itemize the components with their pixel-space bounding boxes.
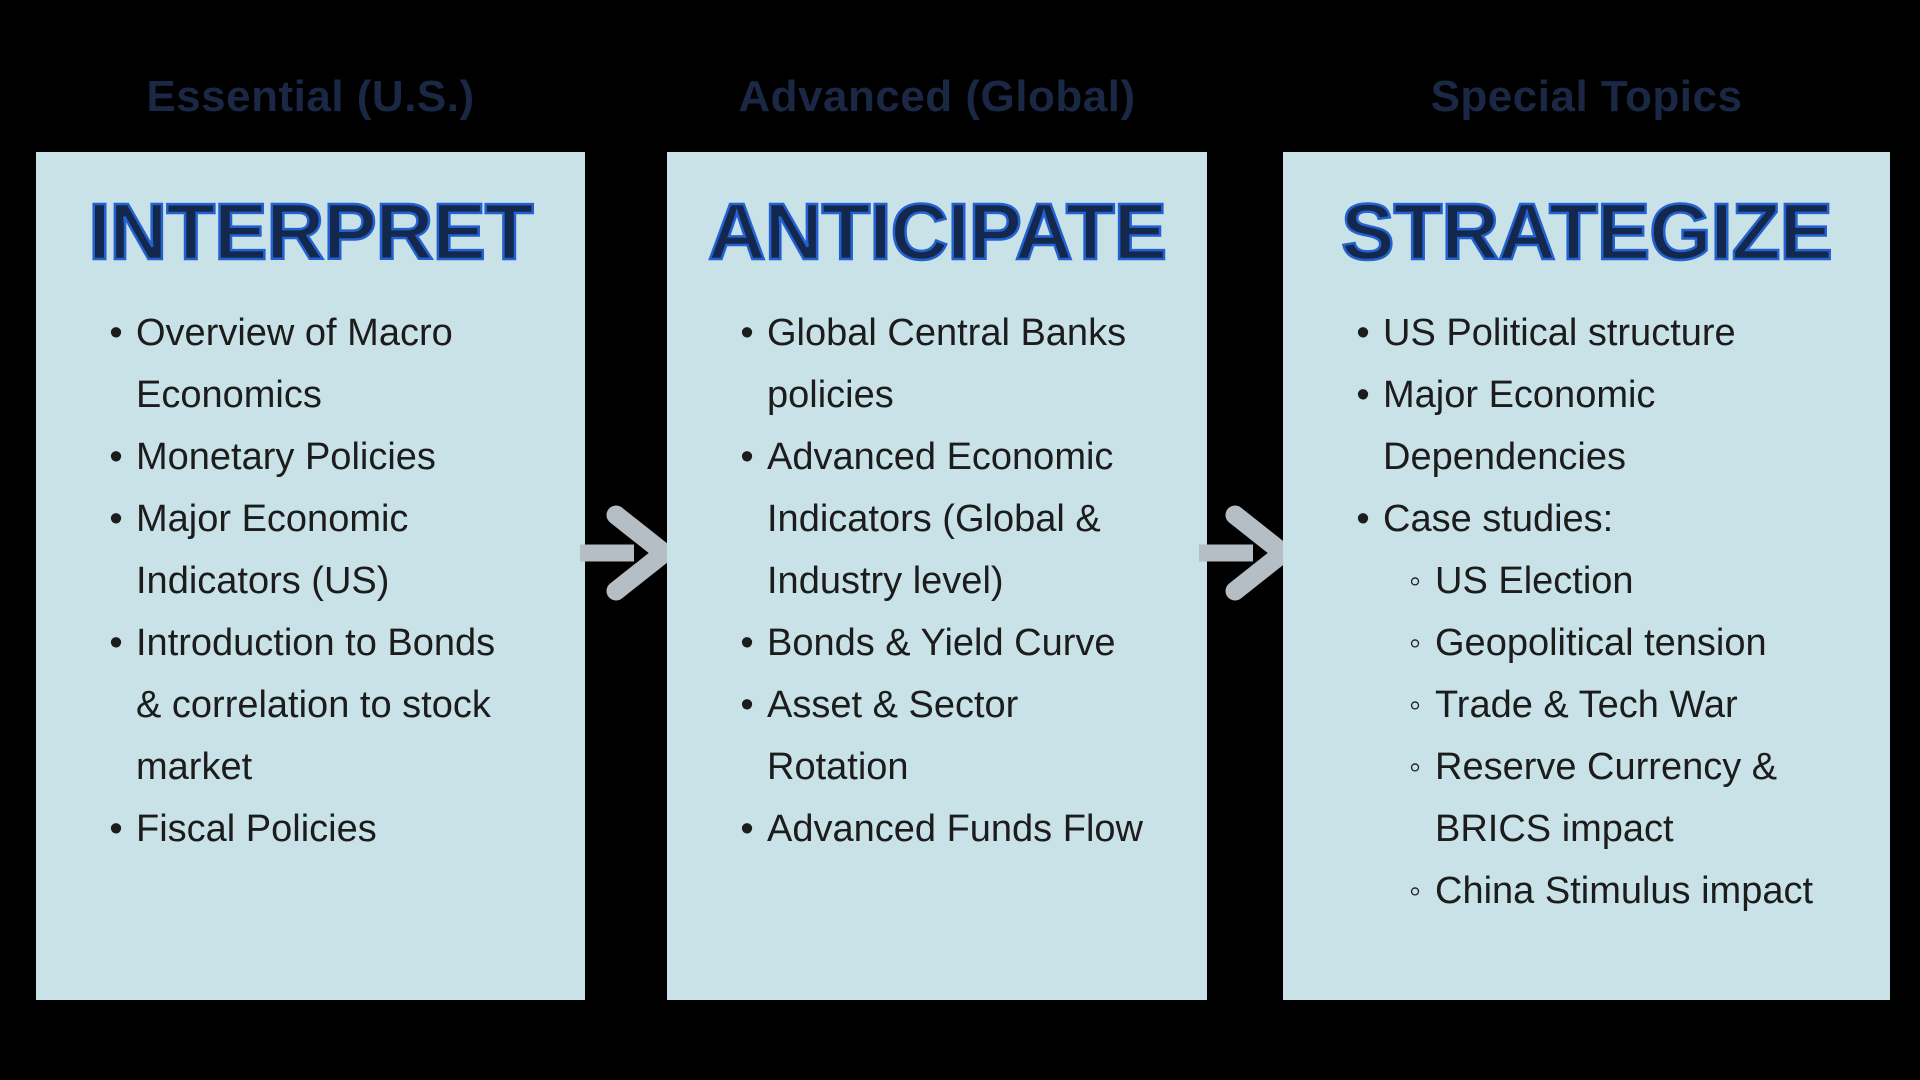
circle-bullet-icon: ◦ — [1408, 624, 1422, 662]
column-header-essential: Essential (U.S.) — [146, 72, 475, 121]
list-item: • Case studies: ◦ US Election ◦ Geopolitical … — [1343, 488, 1862, 922]
box-strategize: STRATEGIZE • US Political structure • Major… — [1283, 152, 1890, 1000]
sublist-item: ◦ US Election — [1395, 550, 1862, 612]
list-item: • Advanced Funds Flow — [727, 798, 1179, 860]
sublist-item: ◦ China Stimulus impact — [1395, 860, 1862, 922]
list-item-body: Fiscal Policies — [136, 798, 557, 860]
list-item: • Major Economic Indicators (US) — [96, 488, 557, 612]
sublist-item-text: China Stimulus impact — [1435, 870, 1814, 912]
circle-bullet-icon: ◦ — [1408, 748, 1422, 786]
column-header-special-topics: Special Topics — [1430, 72, 1743, 121]
box-title-anticipate: ANTICIPATE — [707, 187, 1169, 276]
bullet-icon: • — [109, 622, 123, 664]
list-item: • Overview of Macro Economics — [96, 302, 557, 426]
list-item-text: Major Economic Indicators (US) — [136, 498, 409, 602]
topic-list-interpret: • Overview of Macro Economics • Monetary Po… — [96, 302, 557, 860]
bullet-icon: • — [109, 436, 123, 478]
bullet-icon: • — [740, 436, 754, 478]
list-item-text: Fiscal Policies — [136, 808, 377, 850]
box-title-interpret: INTERPRET — [87, 187, 535, 276]
list-item-text: Introduction to Bonds & correlation to s… — [136, 622, 496, 788]
box-interpret: INTERPRET • Overview of Macro Economics • M… — [36, 152, 585, 1000]
topic-sublist: ◦ US Election ◦ Geopolitical tension ◦ Trade … — [1395, 550, 1862, 922]
list-item-body: Asset & Sector Rotation — [767, 674, 1179, 798]
sublist-item-text: Reserve Currency & BRICS impact — [1435, 746, 1778, 850]
list-item: • US Political structure — [1343, 302, 1862, 364]
sublist-item-text: Geopolitical tension — [1435, 622, 1767, 664]
list-item-text: US Political structure — [1383, 312, 1736, 354]
list-item: • Monetary Policies — [96, 426, 557, 488]
list-item-text: Advanced Funds Flow — [767, 808, 1143, 850]
circle-bullet-icon: ◦ — [1408, 872, 1422, 910]
list-item-body: US Political structure — [1383, 302, 1862, 364]
column-header-advanced: Advanced (Global) — [738, 72, 1136, 121]
list-item-body: Major Economic Indicators (US) — [136, 488, 557, 612]
sublist-item-text: Trade & Tech War — [1435, 684, 1738, 726]
list-item: • Asset & Sector Rotation — [727, 674, 1179, 798]
bullet-icon: • — [740, 312, 754, 354]
list-item: • Major Economic Dependencies — [1343, 364, 1862, 488]
bullet-icon: • — [1356, 374, 1370, 416]
list-item-text: Case studies: — [1383, 498, 1614, 540]
circle-bullet-icon: ◦ — [1408, 562, 1422, 600]
list-item-text: Asset & Sector Rotation — [767, 684, 1019, 788]
list-item-body: Introduction to Bonds & correlation to s… — [136, 612, 557, 798]
bullet-icon: • — [740, 684, 754, 726]
list-item-text: Advanced Economic Indicators (Global & I… — [767, 436, 1114, 602]
bullet-icon: • — [740, 808, 754, 850]
list-item: • Advanced Economic Indicators (Global & … — [727, 426, 1179, 612]
list-item-text: Monetary Policies — [136, 436, 436, 478]
list-item-body: Advanced Funds Flow — [767, 798, 1179, 860]
topic-list-strategize: • US Political structure • Major Economic D… — [1343, 302, 1862, 922]
list-item-text: Overview of Macro Economics — [136, 312, 453, 416]
flow-arrow-icon — [1199, 505, 1293, 601]
sublist-item: ◦ Trade & Tech War — [1395, 674, 1862, 736]
list-item: • Global Central Banks policies — [727, 302, 1179, 426]
list-item-body: Overview of Macro Economics — [136, 302, 557, 426]
list-item: • Fiscal Policies — [96, 798, 557, 860]
box-anticipate: ANTICIPATE • Global Central Banks policie… — [667, 152, 1207, 1000]
list-item-body: Advanced Economic Indicators (Global & I… — [767, 426, 1179, 612]
list-item-body: Bonds & Yield Curve — [767, 612, 1179, 674]
list-item-text: Global Central Banks policies — [767, 312, 1127, 416]
bullet-icon: • — [1356, 498, 1370, 540]
list-item-body: Global Central Banks policies — [767, 302, 1179, 426]
circle-bullet-icon: ◦ — [1408, 686, 1422, 724]
bullet-icon: • — [109, 808, 123, 850]
sublist-item: ◦ Geopolitical tension — [1395, 612, 1862, 674]
list-item-text: Major Economic Dependencies — [1383, 374, 1656, 478]
list-item-body: Case studies: ◦ US Election ◦ Geopolitical t… — [1383, 488, 1862, 922]
list-item: • Bonds & Yield Curve — [727, 612, 1179, 674]
list-item-text: Bonds & Yield Curve — [767, 622, 1116, 664]
flow-arrow-icon — [580, 505, 674, 601]
topic-list-anticipate: • Global Central Banks policies • Advanced … — [727, 302, 1179, 860]
list-item: • Introduction to Bonds & correlation to … — [96, 612, 557, 798]
bullet-icon: • — [109, 312, 123, 354]
bullet-icon: • — [1356, 312, 1370, 354]
list-item-body: Monetary Policies — [136, 426, 557, 488]
bullet-icon: • — [109, 498, 123, 540]
box-title-strategize: STRATEGIZE — [1340, 187, 1834, 276]
sublist-item: ◦ Reserve Currency & BRICS impact — [1395, 736, 1862, 860]
bullet-icon: • — [740, 622, 754, 664]
sublist-item-text: US Election — [1435, 560, 1634, 602]
list-item-body: Major Economic Dependencies — [1383, 364, 1862, 488]
